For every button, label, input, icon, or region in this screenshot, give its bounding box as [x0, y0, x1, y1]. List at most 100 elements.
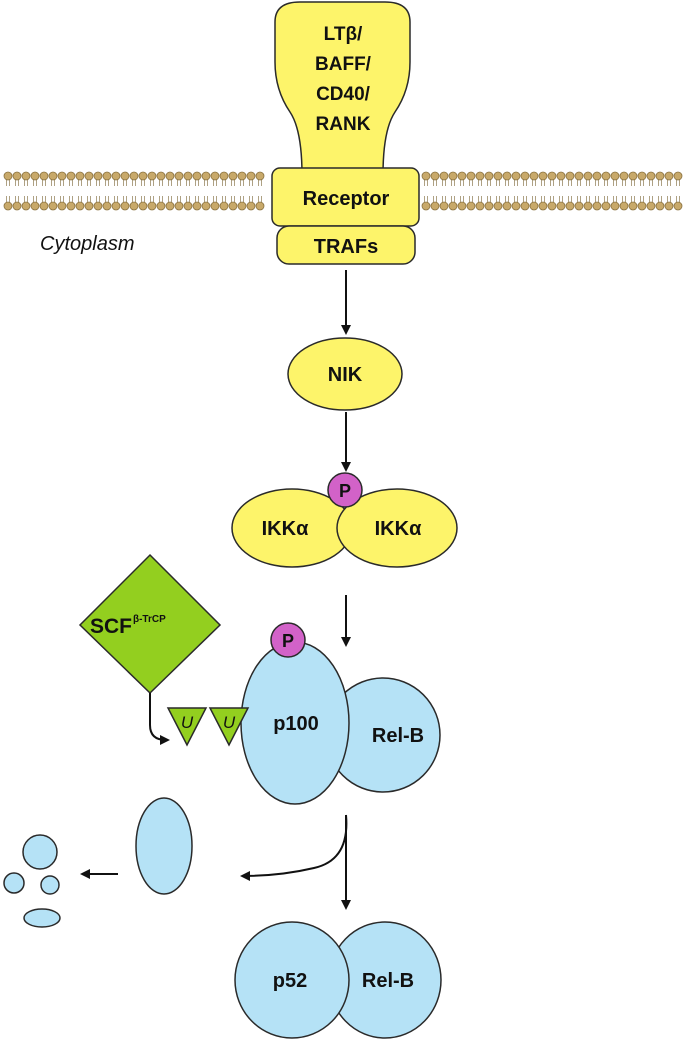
lipid-head: [156, 171, 166, 181]
lipid-head: [57, 171, 67, 181]
lipid-head: [664, 201, 674, 211]
ubiquitin-1-label: U: [181, 713, 194, 732]
lipid-head: [475, 171, 485, 181]
lipid-head: [228, 201, 238, 211]
lipid-head: [583, 201, 593, 211]
lipid-head: [66, 201, 76, 211]
lipid-head: [84, 171, 94, 181]
lipid-head: [583, 171, 593, 181]
lipid-head: [102, 171, 112, 181]
ubiquitin-2: [208, 707, 250, 747]
lipid-head: [565, 171, 575, 181]
degradation-products: [3, 834, 61, 928]
lipid-head: [565, 201, 575, 211]
degradation-piece-1: [22, 834, 58, 870]
lipid-head: [111, 201, 121, 211]
arrow-scf-to-ubiquitin: [149, 693, 170, 745]
ikk-phosphate: [327, 472, 363, 508]
lipid-head: [75, 201, 85, 211]
lipid-head: [484, 171, 494, 181]
ligand-label-1: LTβ/: [324, 24, 363, 45]
scf-beta-trcp: SCFβ-TrCP: [78, 553, 222, 695]
lipid-head: [120, 201, 130, 211]
lipid-head: [529, 201, 539, 211]
lipid-head: [592, 201, 602, 211]
lipid-head: [574, 171, 584, 181]
relb-bound: Rel-B: [325, 677, 441, 793]
lipid-head: [520, 201, 530, 211]
ligand-label-3: CD40/: [316, 84, 371, 105]
lipid-head: [219, 201, 229, 211]
lipid-head: [547, 201, 557, 211]
lipid-head: [201, 171, 211, 181]
lipid-head: [237, 201, 247, 211]
lipid-head: [147, 201, 157, 211]
lipid-head: [228, 171, 238, 181]
trafs-label: TRAFs: [314, 236, 378, 258]
lipid-head: [210, 171, 220, 181]
degradation-piece-3: [40, 875, 60, 895]
lipid-head: [664, 171, 674, 181]
relb-product-label: Rel-B: [362, 970, 414, 992]
lipid-head: [646, 201, 656, 211]
lipid-head: [210, 201, 220, 211]
lipid-head: [75, 171, 85, 181]
lipid-head: [201, 201, 211, 211]
lipid-head: [592, 171, 602, 181]
lipid-head: [457, 201, 467, 211]
scf-superscript: β-TrCP: [133, 614, 166, 625]
lipid-head: [255, 201, 265, 211]
ligand: LTβ/ BAFF/ CD40/ RANK: [274, 1, 411, 176]
lipid-head: [102, 201, 112, 211]
lipid-head: [120, 171, 130, 181]
lipid-head: [457, 171, 467, 181]
lipid-head: [66, 171, 76, 181]
lipid-head: [21, 171, 31, 181]
lipid-head: [174, 201, 184, 211]
lipid-head: [619, 201, 629, 211]
lipid-head: [430, 201, 440, 211]
scf-text: SCF: [90, 615, 132, 638]
ikk-complex: IKKα IKKα P: [231, 472, 458, 568]
p52: [234, 921, 350, 1039]
lipid-head: [30, 201, 40, 211]
p100-phosphate-label: P: [282, 631, 294, 651]
lipid-head: [556, 171, 566, 181]
receptor: Receptor: [271, 167, 420, 227]
ligand-label-2: BAFF/: [315, 54, 372, 75]
lipid-head: [192, 171, 202, 181]
lipid-head: [673, 171, 683, 181]
lipid-head: [129, 201, 139, 211]
lipid-head: [475, 201, 485, 211]
relb-bound-label: Rel-B: [372, 725, 424, 747]
lipid-head: [430, 171, 440, 181]
lipid-head: [511, 201, 521, 211]
lipid-head: [93, 201, 103, 211]
lipid-head: [529, 171, 539, 181]
p52-label: p52: [273, 970, 307, 992]
lipid-head: [421, 171, 431, 181]
lipid-head: [439, 171, 449, 181]
lipid-head: [192, 201, 202, 211]
lipid-head: [601, 201, 611, 211]
nik-label: NIK: [328, 364, 363, 386]
lipid-head: [538, 171, 548, 181]
lipid-head: [156, 201, 166, 211]
degraded-fragment: [135, 797, 193, 895]
lipid-head: [493, 201, 503, 211]
lipid-head: [655, 171, 665, 181]
nik: NIK: [287, 337, 403, 411]
ikk-alpha-left-label: IKKα: [262, 518, 309, 540]
ligand-label-4: RANK: [316, 114, 371, 135]
lipid-head: [246, 171, 256, 181]
ikk-alpha-right-label: IKKα: [375, 518, 422, 540]
lipid-head: [237, 171, 247, 181]
lipid-head: [637, 171, 647, 181]
lipid-head: [439, 201, 449, 211]
lipid-head: [502, 201, 512, 211]
lipid-head: [619, 171, 629, 181]
lipid-head: [111, 171, 121, 181]
trafs: TRAFs: [276, 225, 416, 265]
lipid-head: [183, 201, 193, 211]
